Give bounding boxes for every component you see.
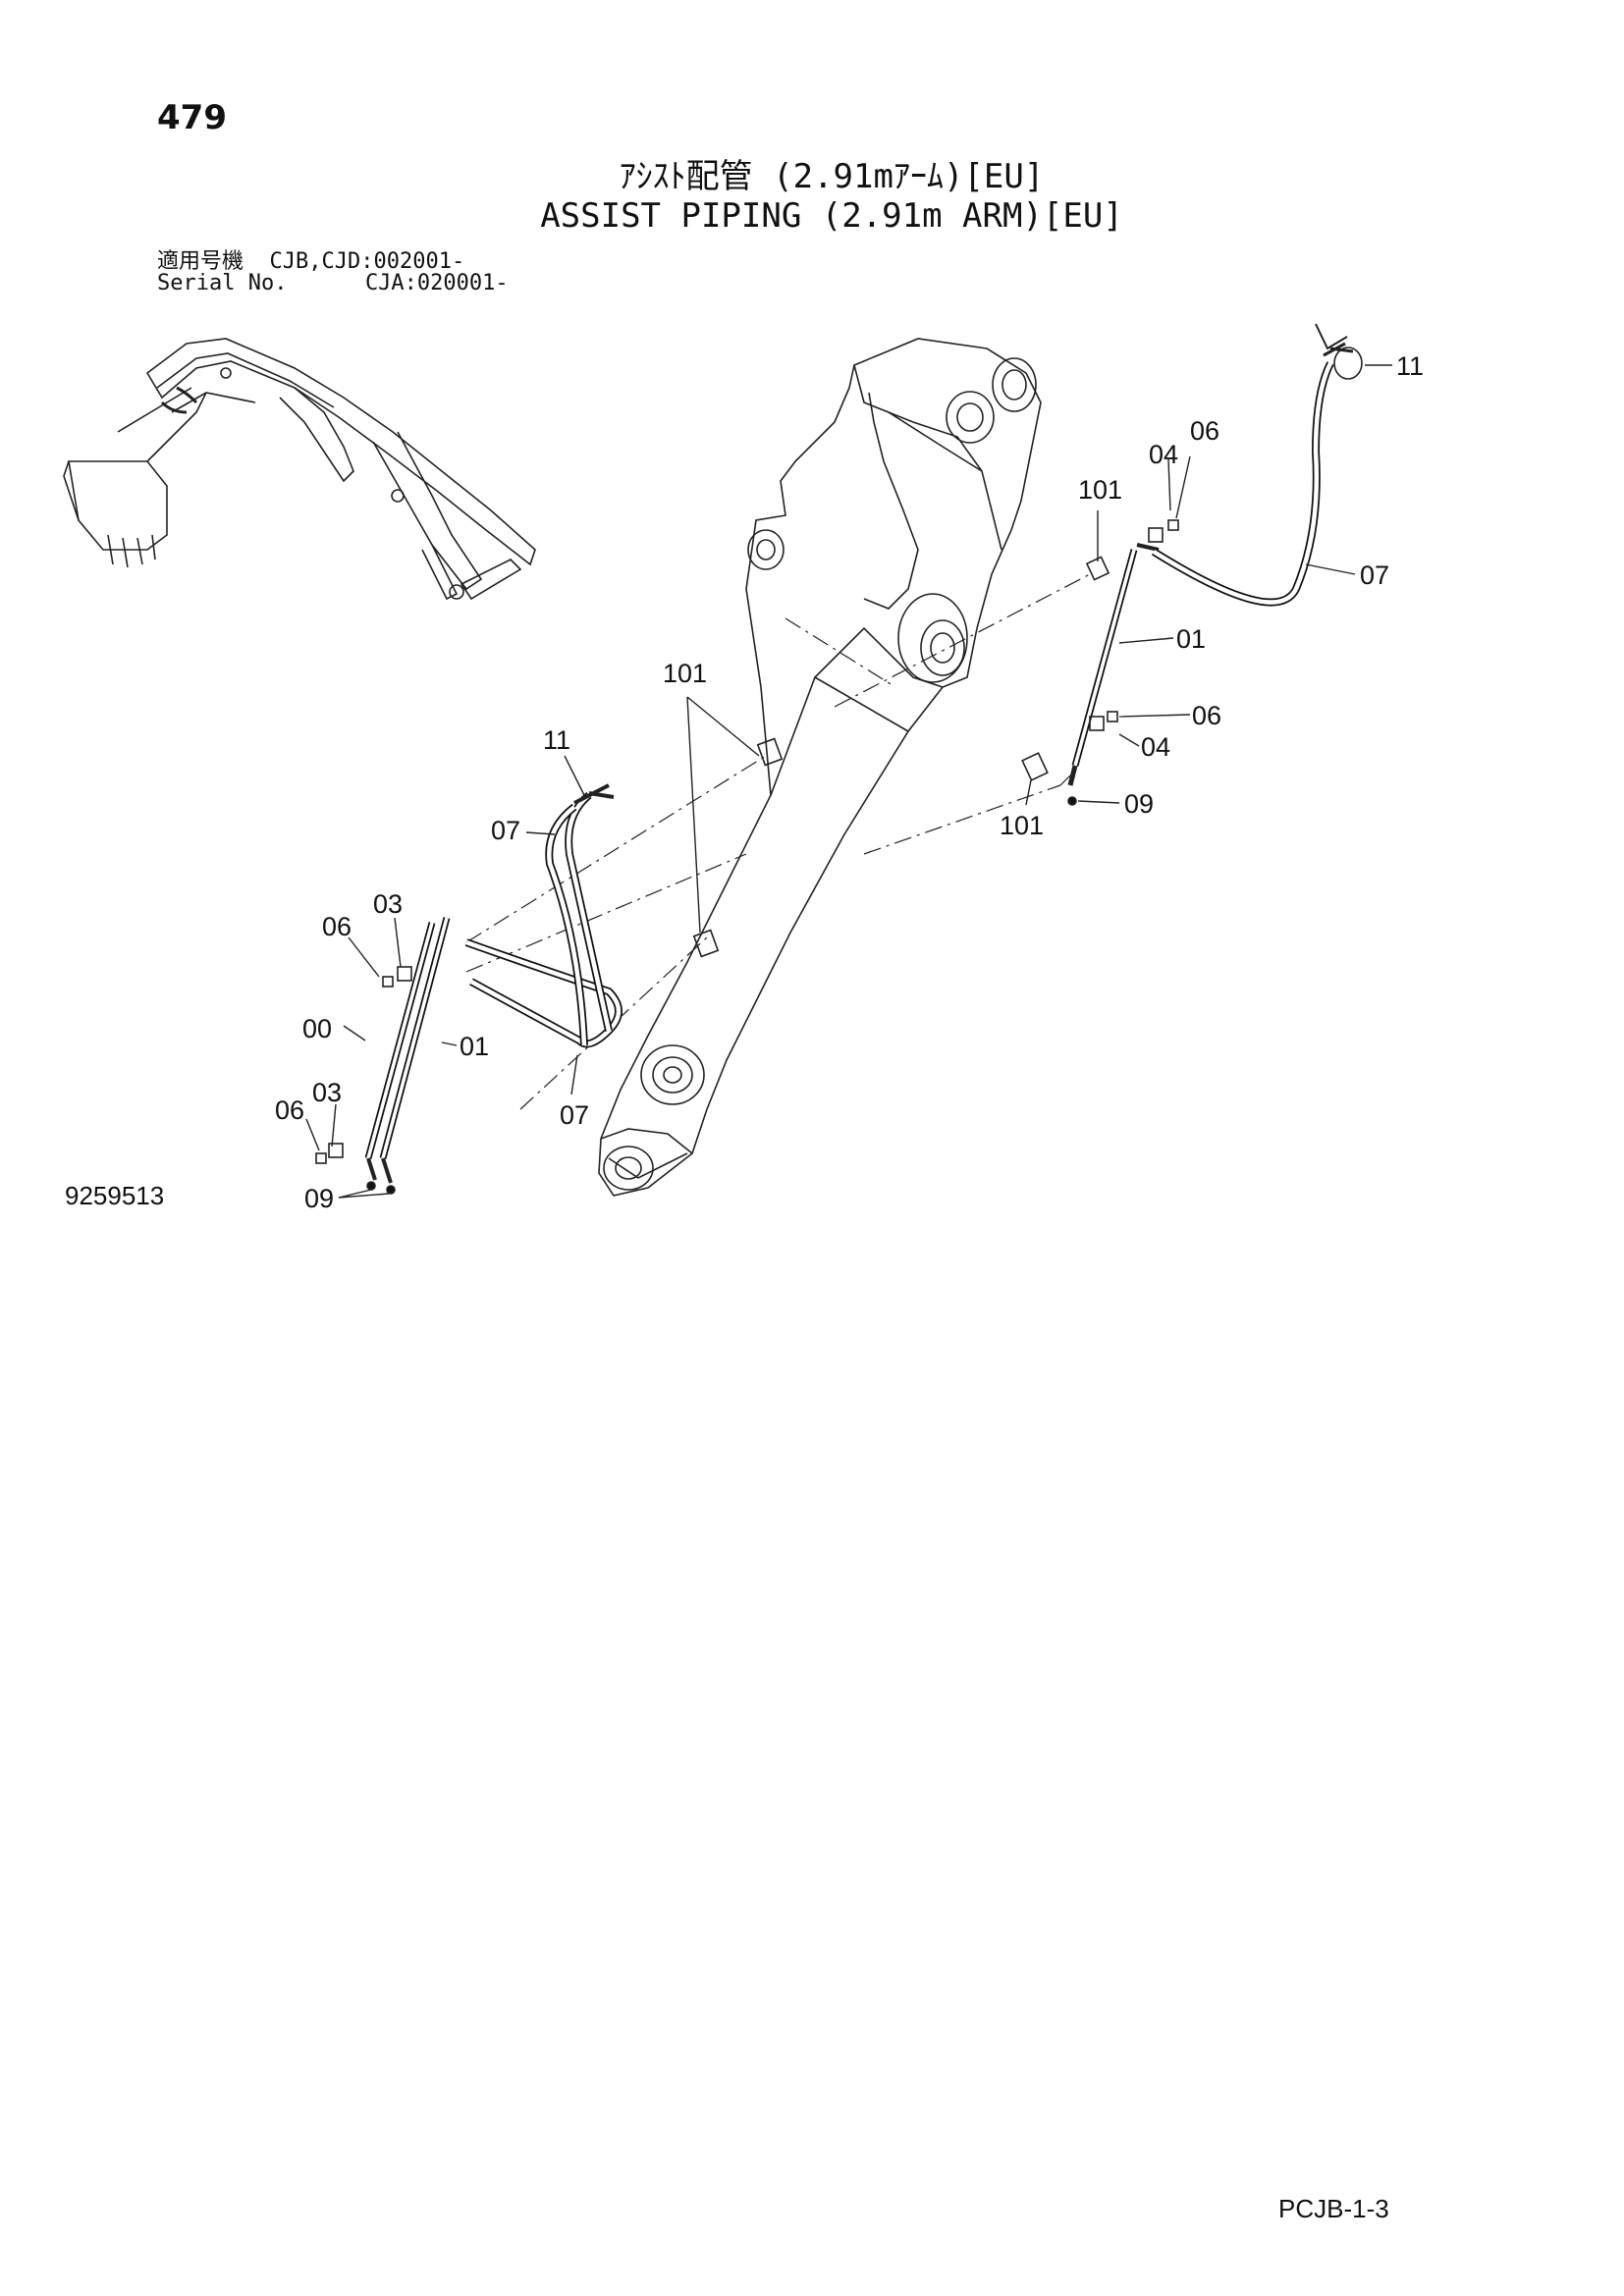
callout-09-left: 09 [304,1184,334,1213]
serial-no-label: Serial No. [157,271,288,295]
title-english: ASSIST PIPING (2.91m ARM)[EU] [540,196,1123,236]
left-pipe-assembly [315,737,784,1195]
callout-01-left: 01 [460,1032,489,1061]
page-number: 479 [157,98,227,137]
callout-07-left-top: 07 [491,816,520,845]
excavator-thumbnail [63,338,536,601]
callout-06-b: 06 [275,1095,304,1125]
arm-body [598,338,1042,1197]
callout-06-mid: 06 [1192,701,1221,730]
callout-01-right: 01 [1176,624,1206,654]
callout-07-left-bottom: 07 [560,1100,589,1130]
callout-11-left: 11 [543,725,570,755]
callout-06-top: 06 [1190,416,1219,446]
callout-04-top: 04 [1149,440,1178,469]
leader-lines [305,364,1392,1199]
alignment-lines [465,573,1091,1110]
callout-101-top: 101 [1078,475,1122,505]
callout-11-top: 11 [1396,351,1424,381]
applicability-value-2: CJA:020001- [364,271,509,295]
callout-03-b: 03 [312,1078,342,1107]
callout-101-right-low: 101 [1000,811,1044,840]
callouts: 11 06 04 101 07 01 101 06 04 11 09 101 0… [275,351,1424,1213]
callout-09-right: 09 [1124,789,1154,819]
applicability-row-2: Serial No. CJA:020001- [157,273,509,294]
callout-03-a: 03 [373,889,403,919]
drawing-number: 9259513 [65,1181,165,1210]
sheet-code: PCJB-1-3 [1278,2194,1389,2223]
applicability-value-1: CJB,CJD:002001- [269,249,465,274]
callout-07-right: 07 [1360,561,1389,590]
title-japanese: ｱｼｽﾄ配管 (2.91mｱｰﾑ)[EU] [619,157,1045,196]
callout-04-mid: 04 [1141,732,1170,762]
applicability-row-1: 適用号機 CJB,CJD:002001- [157,251,509,273]
callout-101-center: 101 [663,659,707,688]
applicability-block: 適用号機 CJB,CJD:002001- Serial No. CJA:0200… [157,251,509,294]
right-pipe-assembly [1021,323,1363,806]
callout-00: 00 [302,1014,332,1043]
callout-06-a: 06 [322,912,352,941]
applicability-label-jp: 適用号機 [157,249,244,274]
